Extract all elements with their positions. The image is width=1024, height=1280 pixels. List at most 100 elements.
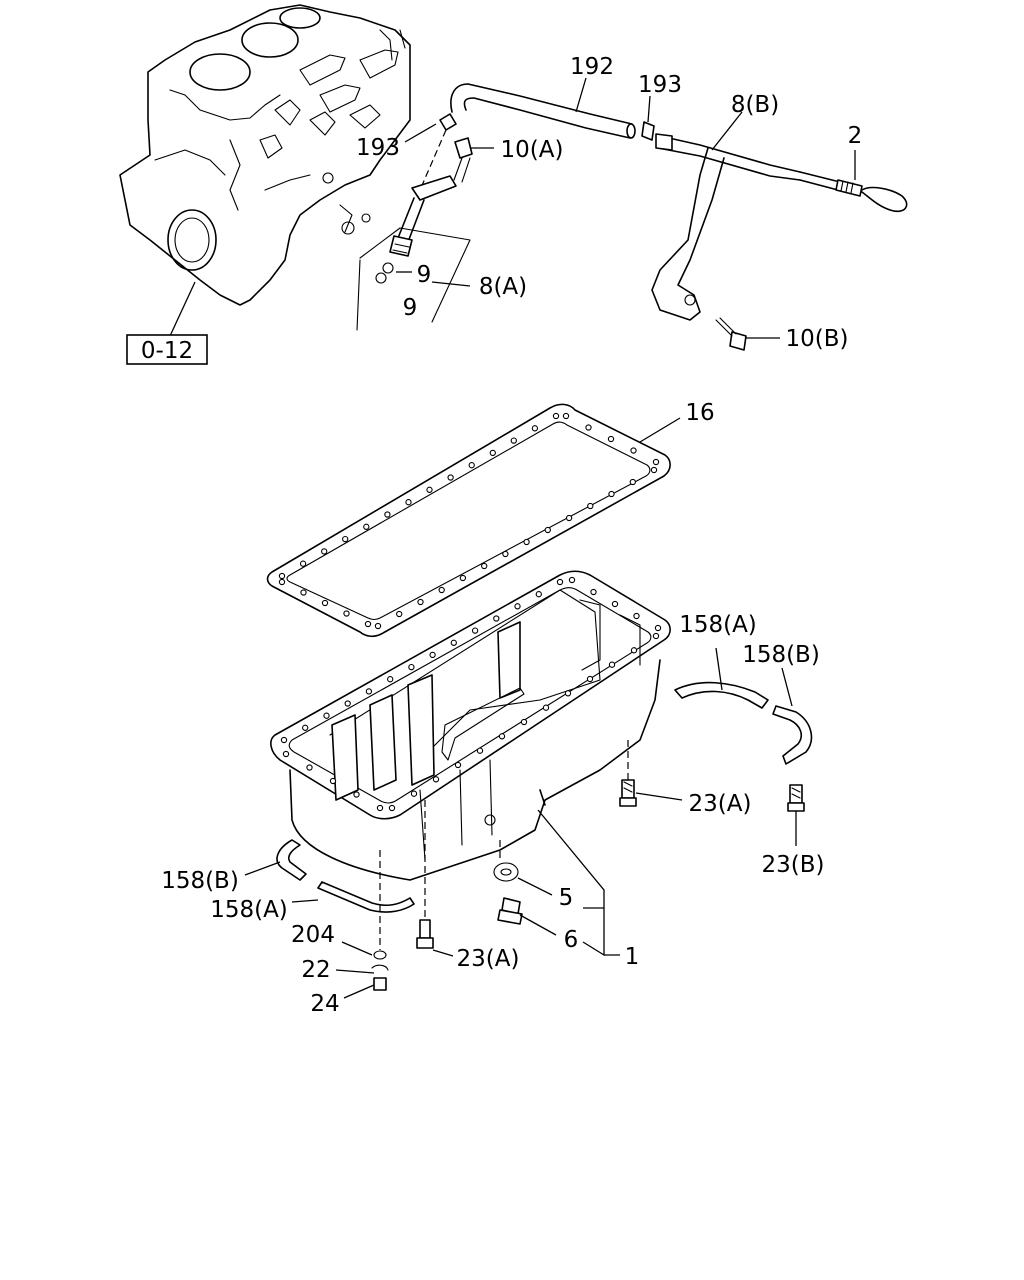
- gasket-bolt-hole: [321, 548, 328, 555]
- pan-bolt-hole: [323, 712, 330, 719]
- pan-bolt-hole: [344, 700, 351, 707]
- oil-pan-gasket: [266, 403, 671, 638]
- gasket-bolt-hole: [652, 458, 660, 466]
- gasket-bolt-hole: [299, 560, 307, 567]
- dipstick-tube-assembly: [356, 83, 908, 351]
- pan-bolt-hole: [476, 747, 484, 754]
- callout-1: 1: [625, 944, 640, 970]
- callout-8b: 8(B): [731, 92, 779, 118]
- pan-bolt-hole: [329, 777, 337, 785]
- gasket-bolt-hole: [447, 474, 454, 481]
- gasket-bolt-hole: [650, 466, 658, 474]
- callout-22: 22: [301, 957, 330, 983]
- callout-8a: 8(A): [479, 274, 527, 300]
- callout-9-lower: 9: [403, 295, 418, 321]
- gasket-bolt-hole: [278, 572, 286, 580]
- pan-bolt-hole: [388, 804, 396, 812]
- pan-bolt-hole: [450, 639, 457, 646]
- pan-bolt-hole: [432, 776, 440, 783]
- callout-2: 2: [848, 123, 863, 149]
- pan-bolt-hole: [514, 603, 521, 610]
- gasket-bolt-hole: [630, 447, 637, 454]
- pan-bolt-hole: [633, 612, 640, 620]
- gasket-bolt-hole: [489, 449, 496, 457]
- gasket-bolt-hole: [585, 424, 592, 431]
- callout-158b-left: 158(B): [161, 868, 239, 894]
- pan-bolt-hole: [535, 591, 542, 598]
- ref-box-label: 0-12: [141, 338, 193, 364]
- pan-bolt-hole: [306, 764, 313, 771]
- pan-bolt-hole: [654, 624, 662, 632]
- pan-bolt-hole: [353, 791, 360, 798]
- gasket-bolt-hole: [544, 526, 551, 534]
- pan-bolt-hole: [498, 733, 506, 740]
- pan-bolt-hole: [365, 688, 373, 695]
- gasket-bolt-hole: [629, 478, 636, 486]
- gasket-bolt-hole: [468, 462, 475, 469]
- fasteners: [371, 740, 805, 991]
- pan-bolt-hole: [564, 690, 572, 697]
- pan-bolt-hole: [652, 632, 660, 640]
- gasket-bolt-hole: [364, 620, 372, 628]
- gasket-bolt-hole: [562, 412, 570, 420]
- callout-labels: 192 193 193 8(B) 2 10(A) 9 8(A) 9 10(B) …: [161, 54, 862, 1017]
- callout-158b-right: 158(B): [742, 642, 820, 668]
- pan-bolt-hole: [520, 718, 528, 726]
- gasket-bolt-hole: [278, 578, 286, 586]
- gasket-bolt-hole: [608, 490, 615, 498]
- callout-192: 192: [570, 54, 614, 80]
- reference-box: 0-12: [126, 281, 208, 365]
- pan-bolt-hole: [410, 790, 418, 797]
- gasket-bolt-hole: [321, 599, 329, 607]
- gasket-bolt-hole: [396, 610, 403, 618]
- callout-23a-right: 23(A): [689, 791, 752, 817]
- gasket-bolt-hole: [565, 514, 573, 522]
- gasket-bolt-hole: [343, 610, 350, 617]
- gasket-bolt-hole: [300, 589, 307, 596]
- callout-16: 16: [685, 400, 714, 426]
- callout-158a-right: 158(A): [679, 612, 757, 638]
- pan-bolt-hole: [387, 676, 394, 683]
- gasket-bolt-hole: [363, 523, 370, 530]
- pan-bolt-hole: [280, 736, 288, 744]
- gasket-bolt-hole: [417, 598, 424, 606]
- gasket-bolt-hole: [523, 538, 530, 546]
- gasket-bolt-hole: [502, 550, 509, 558]
- pan-bolt-hole: [493, 615, 500, 622]
- callout-10a: 10(A): [501, 137, 564, 163]
- gasket-bolt-hole: [607, 435, 615, 443]
- callout-23a-bottom: 23(A): [457, 946, 520, 972]
- front-seals-left: [276, 839, 415, 913]
- callout-193-left: 193: [356, 135, 400, 161]
- callout-10b: 10(B): [786, 326, 849, 352]
- gasket-bolt-hole: [459, 574, 467, 582]
- pan-bolt-hole: [556, 578, 564, 586]
- leader-lines: [244, 77, 856, 999]
- pan-bolt-hole: [429, 651, 436, 659]
- oil-pan: [270, 570, 671, 881]
- gasket-bolt-hole: [481, 562, 488, 570]
- engine-block: [119, 4, 411, 306]
- pan-bolt-hole: [408, 663, 415, 671]
- callout-9-upper: 9: [417, 262, 432, 288]
- callout-158a-left: 158(A): [210, 897, 288, 923]
- pan-bolt-hole: [630, 647, 638, 654]
- gasket-bolt-hole: [587, 502, 594, 510]
- pan-bolt-hole: [282, 750, 290, 758]
- pan-bolt-hole: [542, 704, 550, 711]
- pan-bolt-hole: [568, 576, 576, 584]
- gasket-bolt-hole: [342, 535, 349, 543]
- pan-bolt-hole: [302, 724, 309, 731]
- pan-bolt-hole: [376, 804, 384, 812]
- callout-193-right: 193: [638, 72, 682, 98]
- callout-6: 6: [564, 927, 579, 953]
- pan-bolt-hole: [454, 761, 462, 769]
- gasket-bolt-hole: [374, 622, 382, 630]
- gasket-bolt-hole: [384, 511, 391, 518]
- pan-bolt-hole: [611, 600, 619, 608]
- gasket-bolt-hole: [510, 437, 517, 444]
- callout-5: 5: [559, 885, 574, 911]
- gasket-bolt-hole: [531, 425, 539, 432]
- pan-bolt-hole: [590, 588, 597, 596]
